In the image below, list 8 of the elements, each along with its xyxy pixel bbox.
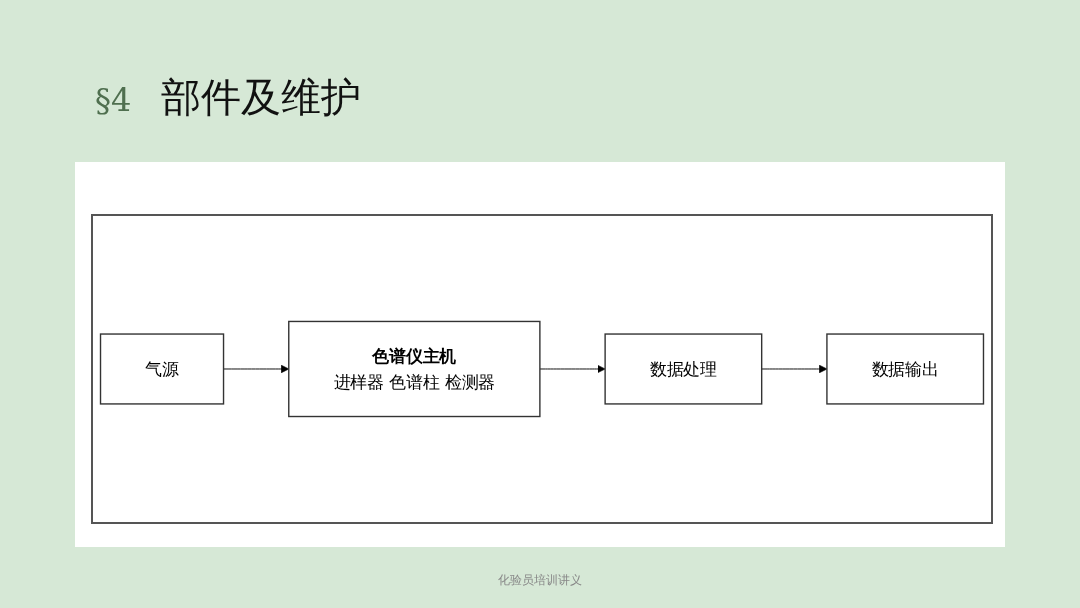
diagram-frame: 气源 色谱仪主机 进样器 色谱柱 检测器 数据处理 数据输出 <box>91 214 993 524</box>
node-box <box>99 333 225 405</box>
node-box <box>826 333 985 405</box>
section-number: §4 <box>95 81 132 119</box>
footer-caption: 化验员培训讲义 <box>497 572 583 589</box>
slide-title: 部件及维护 <box>161 73 362 122</box>
node-box <box>288 320 541 418</box>
node-box <box>604 333 763 405</box>
